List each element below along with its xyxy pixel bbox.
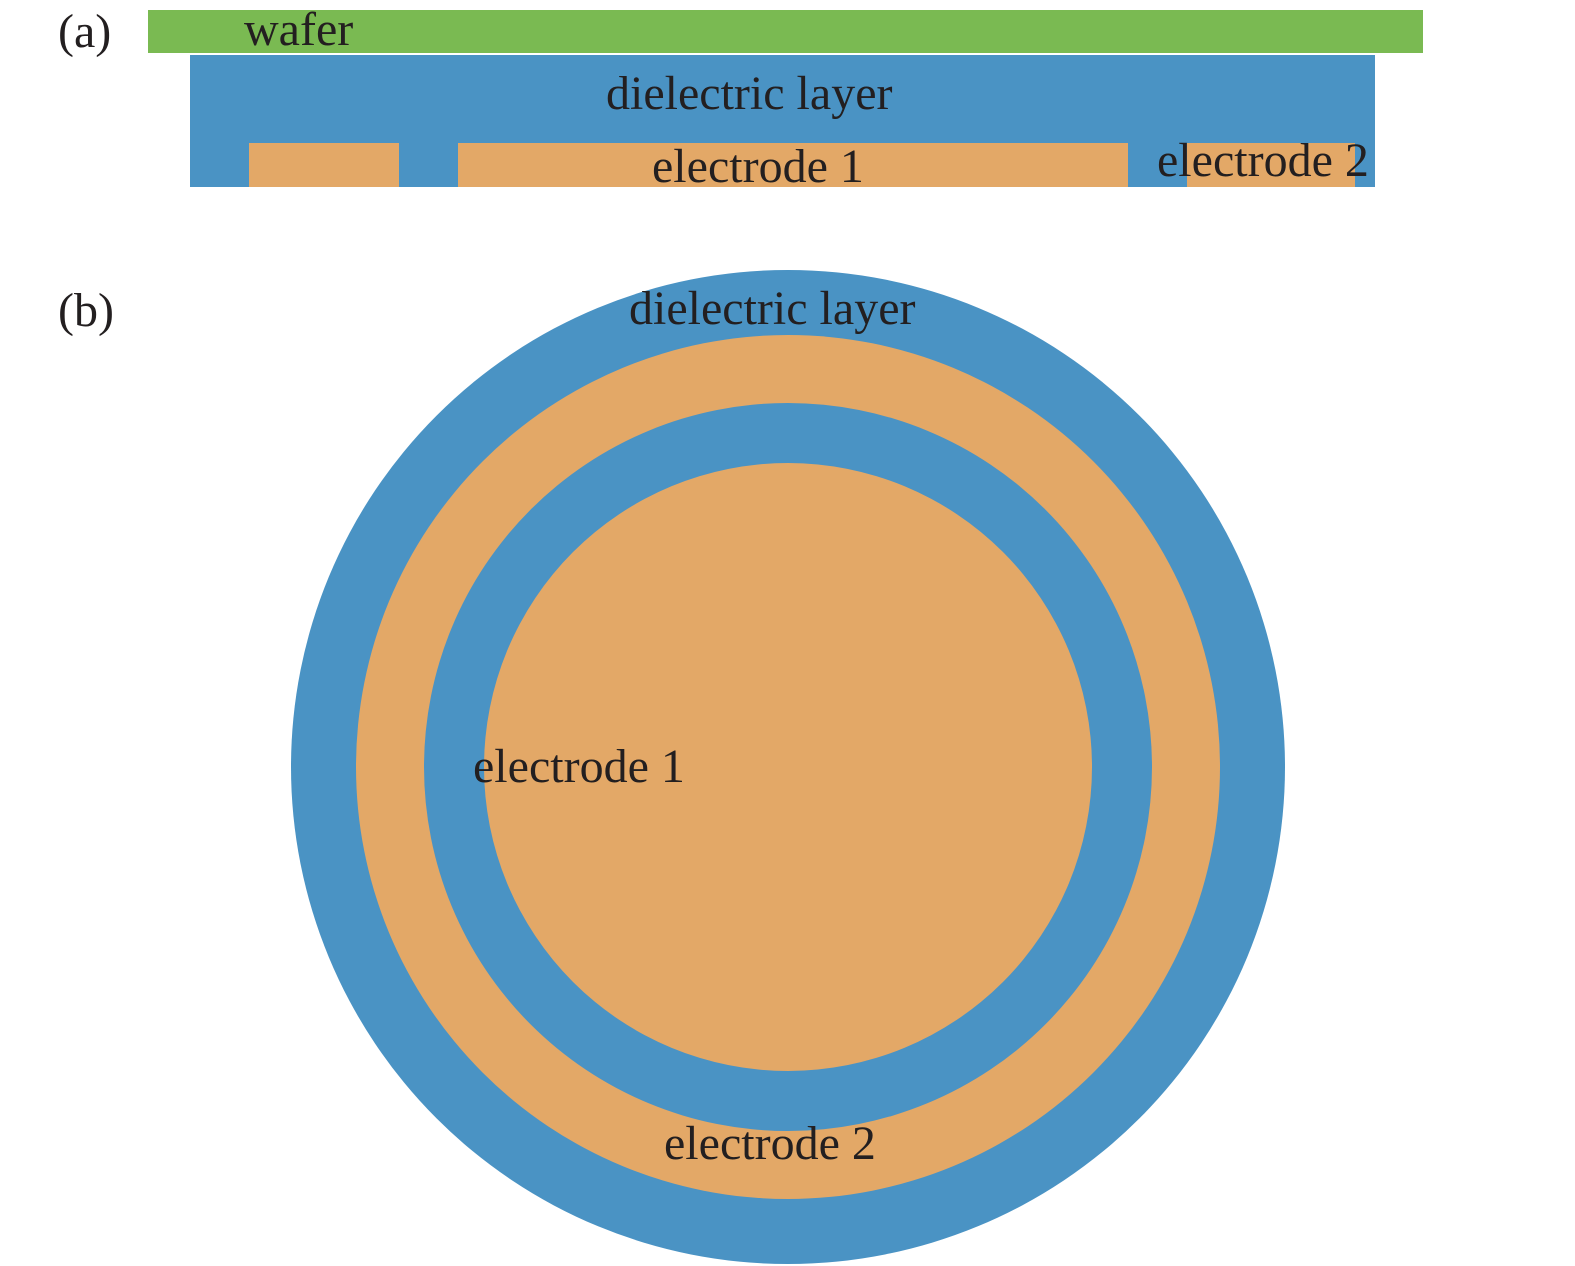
electrode-2-right-segment	[1187, 143, 1355, 187]
wafer-label: wafer	[244, 3, 354, 56]
electrode-2-left-segment	[249, 143, 399, 187]
electrode-2-label-b: electrode 2	[664, 1117, 876, 1170]
dielectric-layer-label-a: dielectric layer	[606, 67, 893, 120]
wafer-layer	[148, 10, 1423, 53]
electrode-1-label-b: electrode 1	[473, 740, 685, 793]
electrode-1-disk	[484, 463, 1092, 1071]
panel-a-label: (a)	[58, 5, 112, 58]
panel-b-label: (b)	[58, 284, 114, 337]
electrode-1-segment	[458, 143, 1128, 187]
dielectric-layer-label-b: dielectric layer	[629, 282, 916, 335]
electrode-1-label-a: electrode 1	[652, 140, 864, 193]
electrode-2-label-a: electrode 2	[1157, 134, 1369, 187]
